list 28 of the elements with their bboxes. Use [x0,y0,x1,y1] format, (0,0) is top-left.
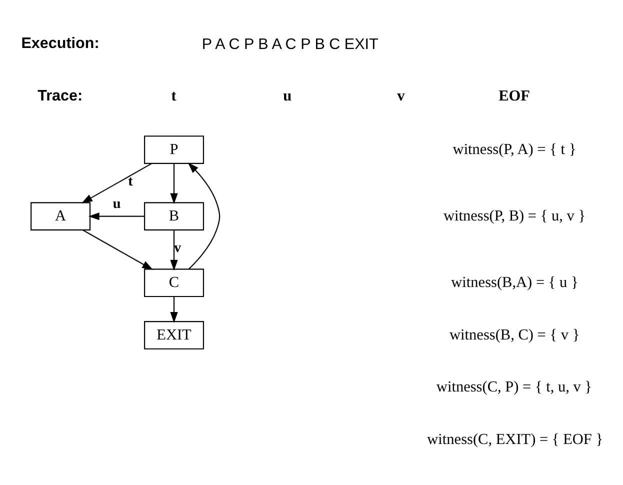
node-box: A [30,202,91,230]
label: P A C P B A C P B C EXIT [202,36,378,54]
label: Trace: [38,87,83,104]
label: witness(B,A) = { u } [451,274,578,291]
label: Execution: [21,34,100,52]
edge-label: u [112,196,121,212]
node-box: C [144,268,204,298]
arrow [170,230,178,271]
label: EOF [498,87,530,104]
label: witness(P, B) = { u, v } [444,207,586,224]
node-box: EXIT [144,321,204,350]
edge-label: t [128,174,133,190]
label: witness(B, C) = { v } [450,326,580,344]
label: witness(P, A) = { t } [452,140,576,158]
label: witness(C, P) = { t, u, v } [436,378,592,396]
arrow [81,163,152,204]
label: t [171,87,176,104]
node-box: P [144,136,204,164]
node-box: B [144,202,204,230]
arrow [170,296,178,323]
arrow [188,162,220,270]
edge-label: v [174,240,182,256]
label: witness(C, EXIT) = { EOF } [427,431,604,448]
arrow [88,212,144,220]
arrow [82,230,154,270]
label: v [397,87,405,104]
label: u [283,87,292,104]
arrow [170,164,178,204]
